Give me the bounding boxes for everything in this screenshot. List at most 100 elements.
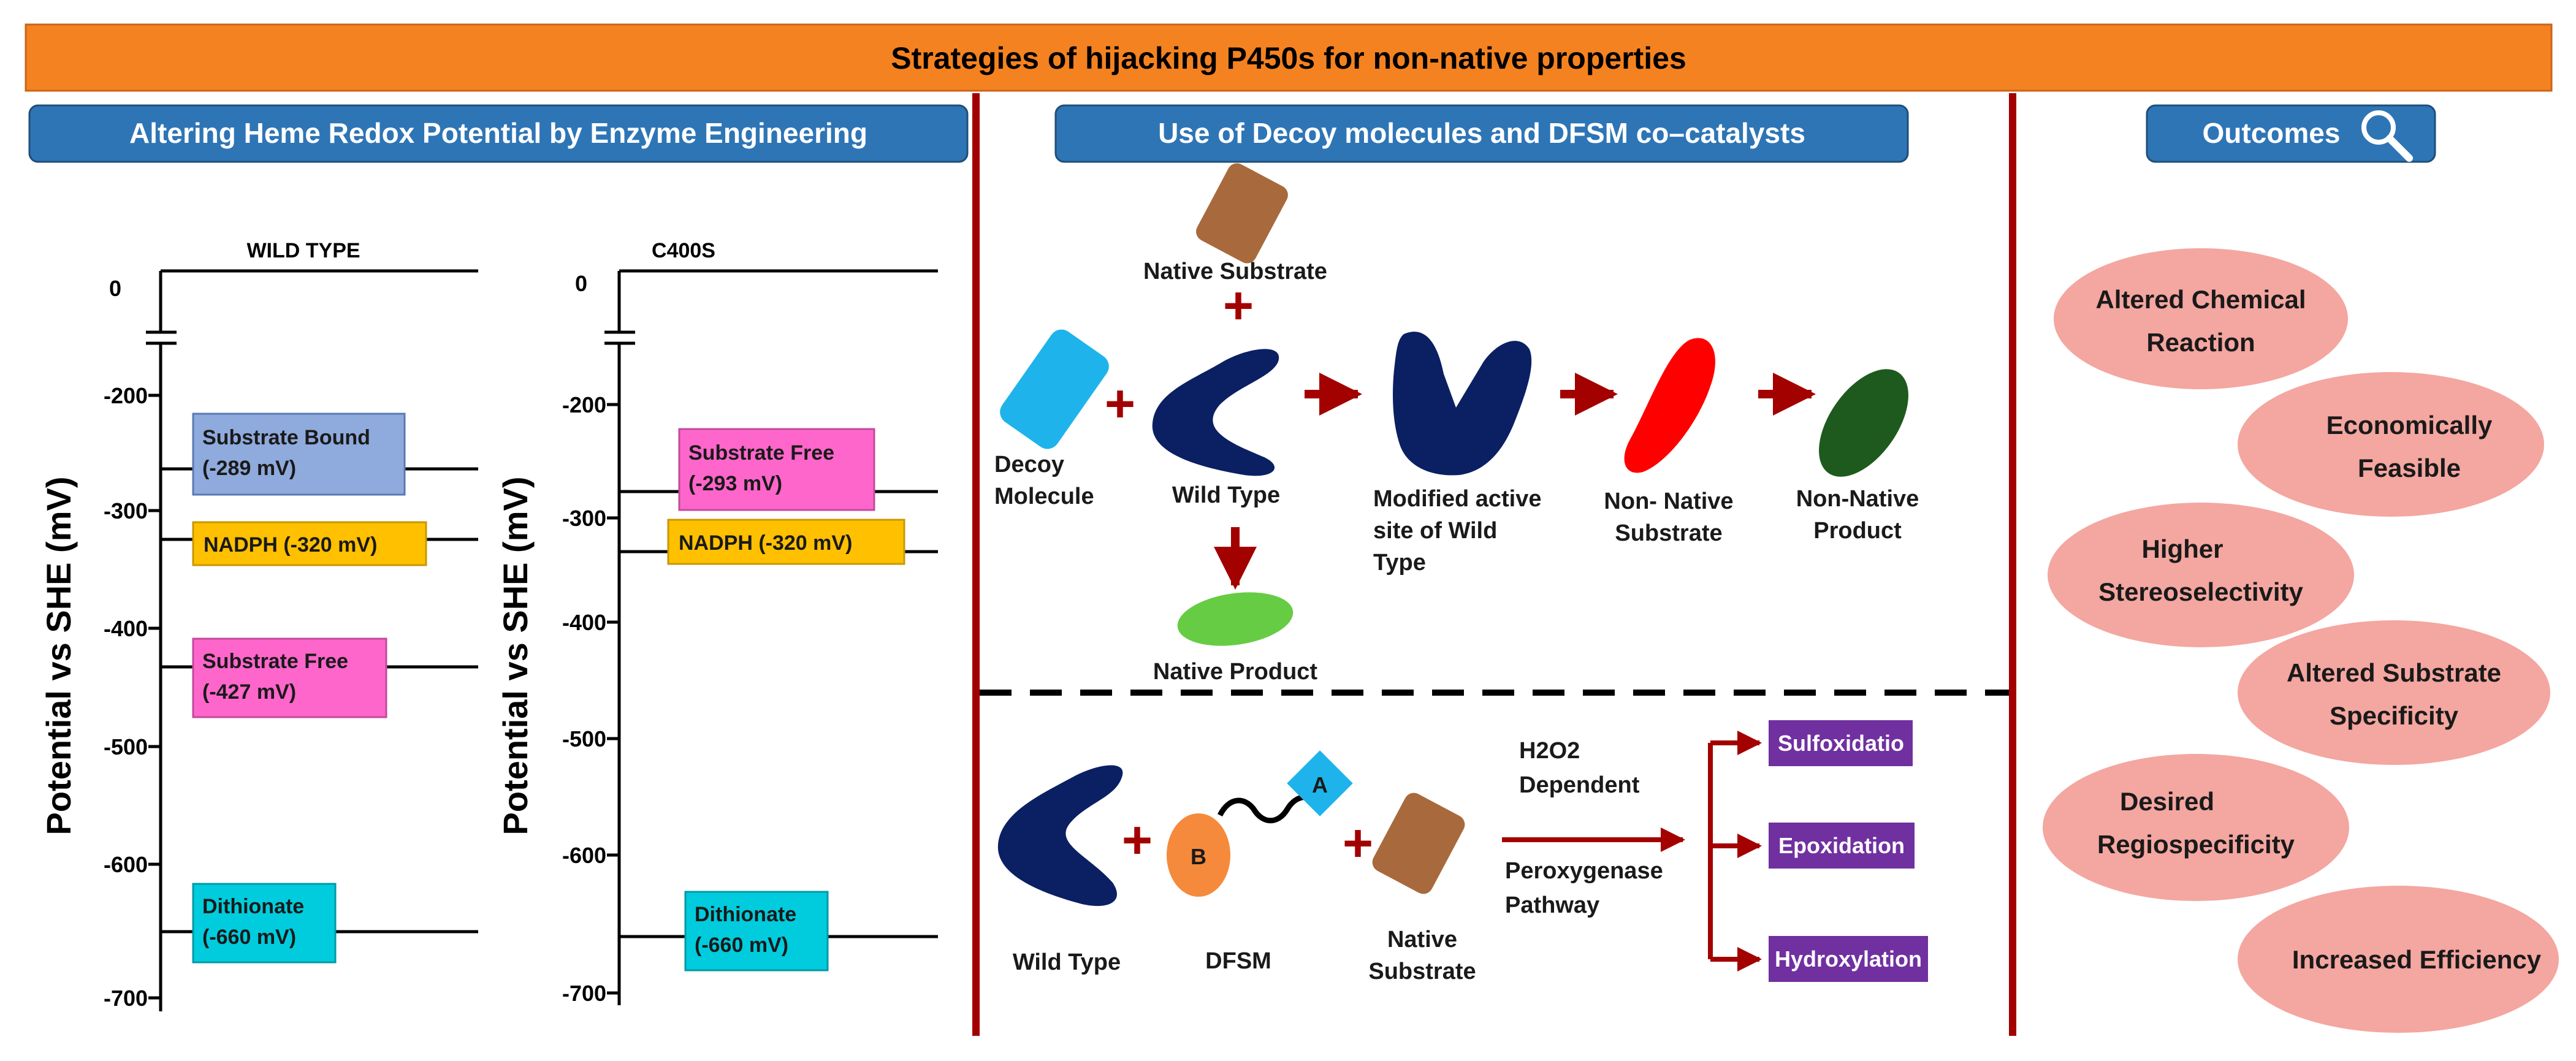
tick-label: -600 [104, 852, 148, 877]
tick-label: -400 [104, 616, 148, 641]
tick-label: 0 [575, 271, 587, 296]
nonnative-product-label: Non-Native [1796, 486, 1919, 512]
svg-text:Stereoselectivity: Stereoselectivity [2098, 577, 2303, 606]
wild-type-label: Wild Type [1172, 482, 1280, 508]
level-nadph: NADPH (-320 mV) [619, 519, 938, 565]
native-product-shape [1177, 592, 1294, 646]
svg-text:NADPH (-320 mV): NADPH (-320 mV) [679, 531, 852, 555]
plus-sign: + [1223, 276, 1254, 335]
native-substrate-label: Substrate [1368, 959, 1476, 984]
svg-text:Desired: Desired [2120, 787, 2214, 816]
plus-sign: + [1343, 814, 1373, 873]
tick-label: -200 [104, 383, 148, 408]
tick-label: -500 [562, 726, 606, 751]
outcomes-panel: Altered Chemical Reaction Economically F… [2043, 248, 2559, 1033]
level-substrate-free: Substrate Free (-427 mV) [161, 637, 478, 718]
product-hydroxylation: Hydroxylation [1769, 936, 1928, 982]
y-axis-label: Potential vs SHE (mV) [39, 476, 78, 835]
outcome-oval: Higher Stereoselectivity [2048, 503, 2354, 647]
native-substrate-label: Native Substrate [1143, 259, 1327, 284]
nonnative-product-shape [1819, 369, 1908, 477]
branch-bracket [1708, 731, 1762, 972]
h2o2-label: H2O2 [1519, 738, 1580, 764]
wild-type-title: WILD TYPE [246, 239, 360, 262]
svg-text:Epoxidation: Epoxidation [1778, 833, 1905, 858]
wild-type-enzyme-shape [1152, 349, 1279, 476]
section-title-outcomes: Outcomes [2203, 117, 2341, 149]
decoy-molecule-shape [1000, 329, 1109, 449]
modified-label: site of Wild [1373, 518, 1497, 544]
dfsm-pathway: Wild Type + B A DFSM + Native Substrate … [997, 720, 1928, 984]
nonnative-product-label: Product [1813, 518, 1902, 544]
decoy-label: Molecule [994, 484, 1094, 509]
modified-label: Modified active [1373, 486, 1542, 512]
modified-enzyme-shape [1393, 332, 1532, 476]
native-substrate-label: Native [1387, 927, 1457, 953]
tick-label: -600 [562, 843, 606, 868]
outcome-oval: Altered Substrate Specificity [2238, 620, 2550, 765]
plus-sign: + [1105, 375, 1135, 433]
section-header-outcomes: Outcomes [2146, 104, 2436, 163]
outcome-oval: Increased Efficiency [2238, 886, 2559, 1033]
plus-sign: + [1122, 811, 1153, 870]
level-substrate-bound: Substrate Bound (-289 mV) [161, 413, 478, 496]
tick-label: -400 [562, 610, 606, 635]
outcome-oval: Desired Regiospecificity [2043, 754, 2349, 901]
section-title-redox: Altering Heme Redox Potential by Enzyme … [129, 117, 867, 149]
tick-label: -300 [562, 506, 606, 531]
native-product-label: Native Product [1153, 659, 1318, 685]
svg-text:Higher: Higher [2141, 534, 2223, 563]
magnifier-icon [2361, 110, 2413, 162]
level-dithionate: Dithionate (-660 mV) [619, 891, 938, 972]
svg-text:Specificity: Specificity [2330, 701, 2459, 730]
level-dithionate: Dithionate (-660 mV) [161, 883, 478, 964]
tick-label: 0 [109, 276, 121, 301]
product-epoxidation: Epoxidation [1769, 823, 1915, 869]
svg-text:(-427 mV): (-427 mV) [202, 680, 296, 704]
svg-text:Dithionate: Dithionate [695, 903, 796, 926]
svg-text:Regiospecificity: Regiospecificity [2097, 830, 2295, 859]
svg-text:Sulfoxidatio: Sulfoxidatio [1778, 731, 1904, 756]
badge-b: B [1191, 844, 1206, 869]
svg-text:Dithionate: Dithionate [202, 895, 304, 918]
outcome-oval: Economically Feasible [2238, 372, 2544, 517]
tick-label: -700 [104, 986, 148, 1011]
nonnative-substrate-label: Substrate [1615, 520, 1722, 546]
svg-text:Substrate Free: Substrate Free [688, 441, 834, 465]
mutant-axis: C400S 0 -200 -300 -400 -500 -600 -700 Po… [496, 239, 938, 1006]
title-banner: Strategies of hijacking P450s for non-na… [25, 23, 2553, 92]
badge-a: A [1312, 772, 1328, 797]
tick-label: -500 [104, 734, 148, 759]
section-header-decoy: Use of Decoy molecules and DFSM co–catal… [1054, 104, 1909, 163]
svg-text:(-660 mV): (-660 mV) [202, 926, 296, 949]
dfsm-linker [1217, 794, 1321, 824]
y-axis-label: Potential vs SHE (mV) [496, 476, 535, 835]
decoy-pathway: Native Substrate + + Decoy Molecule Wild… [994, 163, 1919, 685]
svg-text:(-293 mV): (-293 mV) [688, 472, 782, 495]
tick-label: -300 [104, 498, 148, 523]
tick-label: -700 [562, 981, 606, 1006]
peroxy-label: Peroxygenase [1505, 858, 1663, 884]
svg-text:(-289 mV): (-289 mV) [202, 457, 296, 480]
svg-text:NADPH (-320 mV): NADPH (-320 mV) [204, 533, 377, 557]
level-nadph: NADPH (-320 mV) [161, 521, 478, 566]
dfsm-b-shape [1167, 813, 1230, 897]
nonnative-substrate-shape [1624, 338, 1715, 473]
svg-text:Economically: Economically [2326, 411, 2493, 439]
wild-type-enzyme-shape [997, 765, 1123, 907]
svg-text:Increased Efficiency: Increased Efficiency [2292, 945, 2542, 974]
wild-type-axis: WILD TYPE 0 -200 -300 -400 -500 -600 -70… [39, 239, 478, 1011]
peroxy-label: Pathway [1505, 892, 1599, 918]
banner-title: Strategies of hijacking P450s for non-na… [891, 41, 1686, 75]
section-title-decoy: Use of Decoy molecules and DFSM co–catal… [1158, 117, 1805, 149]
dfsm-label: DFSM [1205, 948, 1271, 974]
native-substrate-shape [1196, 163, 1288, 264]
native-substrate-shape [1372, 793, 1465, 894]
wild-type-label: Wild Type [1013, 949, 1121, 975]
svg-text:Altered Substrate: Altered Substrate [2287, 658, 2501, 687]
section-header-redox: Altering Heme Redox Potential by Enzyme … [28, 104, 969, 163]
svg-text:Hydroxylation: Hydroxylation [1775, 946, 1922, 972]
svg-text:(-660 mV): (-660 mV) [695, 934, 788, 957]
mutant-title: C400S [652, 239, 715, 262]
svg-text:Substrate Bound: Substrate Bound [202, 426, 370, 449]
